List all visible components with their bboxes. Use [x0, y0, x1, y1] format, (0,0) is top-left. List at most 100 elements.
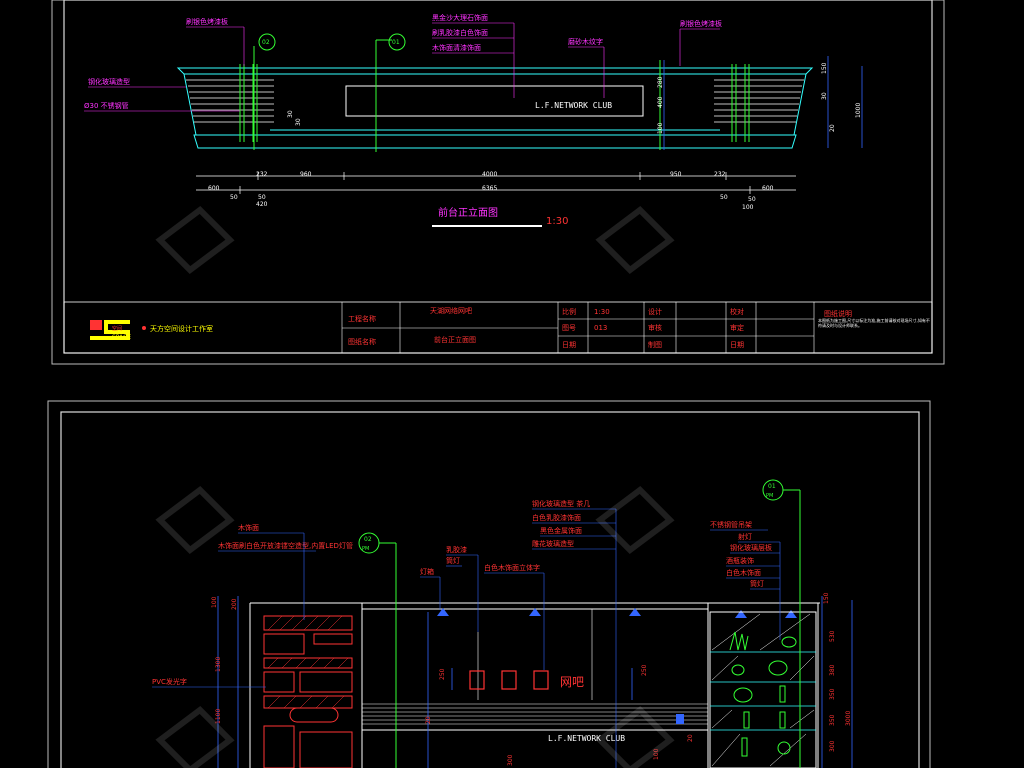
top-section-markers: 02 01	[258, 33, 406, 51]
bottom-sheet-inner-frame	[60, 411, 920, 768]
counter-base	[193, 134, 797, 149]
svg-text:射灯: 射灯	[738, 532, 752, 541]
svg-text:420: 420	[256, 201, 268, 208]
svg-text:空间: 空间	[112, 325, 122, 332]
svg-text:01: 01	[392, 39, 400, 46]
svg-text:530: 530	[829, 630, 836, 642]
svg-text:1:30: 1:30	[594, 308, 610, 316]
svg-text:木饰面刷白色开放漆镂空造型,内置LED灯管: 木饰面刷白色开放漆镂空造型,内置LED灯管	[218, 541, 353, 550]
svg-text:400: 400	[657, 96, 664, 108]
svg-text:白色木饰面立体字: 白色木饰面立体字	[484, 563, 540, 572]
ceiling-lights	[437, 608, 797, 724]
bottle-icon	[743, 711, 750, 729]
svg-text:乳胶漆: 乳胶漆	[446, 545, 467, 554]
svg-text:100: 100	[653, 748, 660, 760]
drawing-title: 前台正立面图	[438, 206, 498, 219]
callout-left-0: 钢化玻璃造型	[88, 77, 130, 86]
section-marker-02	[258, 33, 276, 51]
section-marker-01	[388, 33, 406, 51]
top-sheet	[51, 0, 945, 365]
svg-text:酒瓶装饰: 酒瓶装饰	[726, 556, 754, 565]
svg-text:380: 380	[829, 664, 836, 676]
callout-mid-0: 黑金沙大理石饰面	[432, 13, 488, 22]
svg-text:100: 100	[211, 596, 218, 608]
svg-text:232: 232	[256, 171, 268, 178]
svg-text:30: 30	[287, 110, 294, 118]
svg-text:筒灯: 筒灯	[750, 579, 764, 588]
svg-text:20: 20	[829, 124, 836, 132]
svg-text:审核: 审核	[648, 323, 662, 332]
studio-logo: 空间 SPACE	[90, 320, 131, 341]
left-carved-screen	[263, 615, 353, 768]
callout-right-mid: 磨砂木纹字	[568, 37, 603, 46]
callout-left-2: Ø30 不锈钢管	[84, 101, 129, 110]
top-dimensions: 232 960 4000 950 232 600 50 50 420 6365 …	[196, 56, 863, 211]
sculpture-icon	[733, 687, 753, 703]
svg-text:黑色金属饰面: 黑色金属饰面	[540, 526, 582, 535]
svg-text:1000: 1000	[855, 103, 862, 118]
svg-text:600: 600	[762, 185, 774, 192]
callout-right: 刷银色烤漆板	[680, 19, 722, 28]
left-louvers	[186, 79, 274, 123]
vase-icon	[781, 636, 797, 648]
svg-text:图纸名称: 图纸名称	[348, 337, 376, 346]
svg-text:300: 300	[829, 740, 836, 752]
svg-text:20: 20	[687, 734, 694, 742]
svg-text:PM: PM	[362, 546, 369, 552]
svg-text:20: 20	[425, 716, 432, 724]
svg-text:1300: 1300	[215, 657, 222, 672]
svg-text:3000: 3000	[845, 711, 852, 726]
svg-text:200: 200	[231, 598, 238, 610]
svg-text:审定: 审定	[730, 323, 744, 332]
bottom-sheet	[47, 400, 931, 768]
plant-icon	[729, 631, 749, 651]
svg-text:制图: 制图	[648, 340, 662, 349]
svg-text:013: 013	[594, 324, 607, 332]
svg-text:图号: 图号	[562, 324, 576, 332]
studio-name: 天方空间设计工作室	[150, 324, 213, 333]
bowl-icon	[731, 664, 745, 676]
callout-mid-1: 刷乳胶漆白色饰面	[432, 28, 488, 37]
svg-text:50: 50	[748, 196, 756, 203]
bottle-icon	[741, 737, 748, 757]
counter-elevation: L.F.NETWORK CLUB	[176, 39, 814, 152]
back-wall-elevation	[249, 602, 820, 768]
bottle-icon	[779, 711, 786, 729]
svg-text:100: 100	[742, 204, 754, 211]
bottom-callouts: 木饰面 木饰面刷白色开放漆镂空造型,内置LED灯管 PVC发光字 乳胶漆 筒灯 …	[152, 499, 781, 768]
svg-text:6365: 6365	[482, 185, 497, 192]
svg-text:250: 250	[641, 664, 648, 676]
bottom-sign-text: L.F.NETWORK CLUB	[548, 734, 625, 743]
top-callouts: 刷银色烤漆板 钢化玻璃造型 Ø30 不锈钢管 黑金沙大理石饰面 刷乳胶漆白色饰面…	[84, 13, 722, 112]
downlight-icon	[529, 608, 541, 616]
svg-text:4000: 4000	[482, 171, 497, 178]
top-sign-text: L.F.NETWORK CLUB	[535, 101, 612, 110]
svg-text:筒灯: 筒灯	[446, 556, 460, 565]
svg-text:灯箱: 灯箱	[420, 567, 434, 576]
downlight-icon	[437, 608, 449, 616]
svg-text:钢化玻璃造型 茶几: 钢化玻璃造型 茶几	[532, 499, 590, 508]
bottom-section-markers: 02 PM 01 PM	[358, 479, 801, 768]
svg-text:600: 600	[208, 185, 220, 192]
shelf-ornaments	[729, 631, 797, 757]
top-sheet-outer-frame	[51, 0, 945, 365]
stainless-pipes	[239, 64, 750, 142]
svg-text:100: 100	[657, 122, 664, 134]
svg-text:日期: 日期	[730, 341, 744, 349]
svg-text:日期: 日期	[562, 341, 576, 349]
section-marker-02b: 02	[364, 536, 372, 543]
svg-text:前台正立面图: 前台正立面图	[434, 335, 476, 344]
svg-text:02: 02	[262, 39, 270, 46]
svg-text:50: 50	[720, 194, 728, 201]
svg-text:不锈钢管吊架: 不锈钢管吊架	[710, 520, 752, 529]
svg-text:150: 150	[821, 62, 828, 74]
counter-body-outline	[183, 73, 807, 136]
callout-left-1: 刷银色烤漆板	[186, 17, 228, 26]
display-shelf	[709, 611, 817, 768]
svg-text:PVC发光字: PVC发光字	[152, 677, 187, 686]
svg-text:工程名称: 工程名称	[348, 314, 376, 323]
horizontal-slats	[362, 703, 708, 725]
svg-text:50: 50	[258, 194, 266, 201]
svg-text:280: 280	[657, 76, 664, 88]
